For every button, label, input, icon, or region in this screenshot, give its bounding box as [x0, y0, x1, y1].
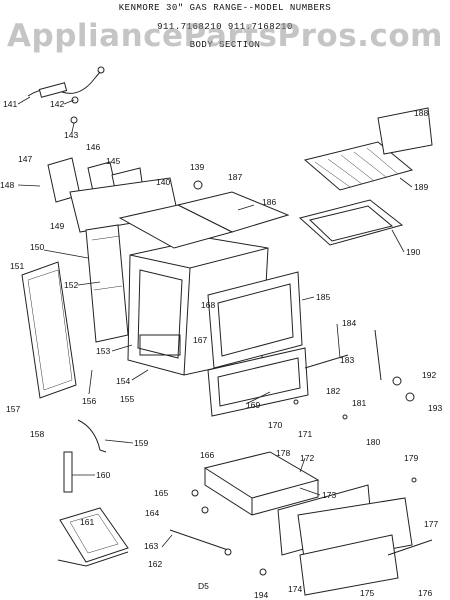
part-label: 154 [116, 376, 130, 386]
page-code: D5 [198, 581, 209, 591]
part-label: 145 [106, 156, 120, 166]
part-label: 190 [406, 247, 420, 257]
part-label: 172 [300, 453, 314, 463]
part-label: 192 [422, 370, 436, 380]
part-label: 140 [156, 177, 170, 187]
part-label: 142 [50, 99, 64, 109]
part-label: 178 [276, 448, 290, 458]
side-panel [85, 224, 129, 343]
model-numbers: 911.7168210 911.7168210 [157, 22, 293, 32]
part-label: 186 [262, 197, 276, 207]
part-label: 167 [193, 335, 207, 345]
diagram-title: KENMORE 30" GAS RANGE--MODEL NUMBERS [118, 3, 332, 13]
part-label: 152 [64, 280, 78, 290]
part-label: 163 [144, 541, 158, 551]
part-label: 143 [64, 130, 78, 140]
part-label: 147 [18, 154, 32, 164]
door-panel [21, 261, 77, 399]
part-label: 180 [366, 437, 380, 447]
top-liner [118, 191, 290, 249]
part-label: 139 [190, 162, 204, 172]
part-label: 156 [82, 396, 96, 406]
part-label: 141 [3, 99, 17, 109]
part-label: 188 [414, 108, 428, 118]
part-label: 166 [200, 450, 214, 460]
part-label: 158 [30, 429, 44, 439]
part-label: 173 [322, 490, 336, 500]
front-frame [207, 271, 309, 417]
part-label: 155 [120, 394, 134, 404]
part-label: 150 [30, 242, 44, 252]
part-label: 175 [360, 588, 374, 598]
part-label: 151 [10, 261, 24, 271]
burner-tray [57, 507, 129, 567]
leader-lines [17, 96, 413, 548]
part-label: 162 [148, 559, 162, 569]
part-label: 164 [145, 508, 159, 518]
part-label: 153 [96, 346, 110, 356]
part-label: 177 [424, 519, 438, 529]
part-label: 171 [298, 429, 312, 439]
part-label: 185 [316, 292, 330, 302]
part-labels: 141 142 143 146 145 147 148 149 150 151 … [0, 99, 442, 600]
broil-pan [298, 199, 404, 246]
part-label: 187 [228, 172, 242, 182]
small-hardware [63, 329, 417, 576]
part-label: 170 [268, 420, 282, 430]
cord-assembly [27, 66, 105, 124]
part-label: 149 [50, 221, 64, 231]
part-label: 159 [134, 438, 148, 448]
part-label: 193 [428, 403, 442, 413]
part-label: 174 [288, 584, 302, 594]
part-label: 179 [404, 453, 418, 463]
part-label: 148 [0, 180, 14, 190]
section-title: BODY SECTION [189, 40, 261, 50]
part-label: 165 [154, 488, 168, 498]
part-label: 184 [342, 318, 356, 328]
part-label: 146 [86, 142, 100, 152]
part-label: 194 [254, 590, 268, 600]
part-label: 168 [201, 300, 215, 310]
drawer-parts [169, 451, 433, 596]
part-label: 189 [414, 182, 428, 192]
part-label: 176 [418, 588, 432, 598]
part-label: 169 [246, 400, 260, 410]
part-label: 160 [96, 470, 110, 480]
oven-rack [303, 107, 433, 191]
part-label: 181 [352, 398, 366, 408]
part-label: 157 [6, 404, 20, 414]
part-label: 183 [340, 355, 354, 365]
part-label: 182 [326, 386, 340, 396]
part-label: 161 [80, 517, 94, 527]
